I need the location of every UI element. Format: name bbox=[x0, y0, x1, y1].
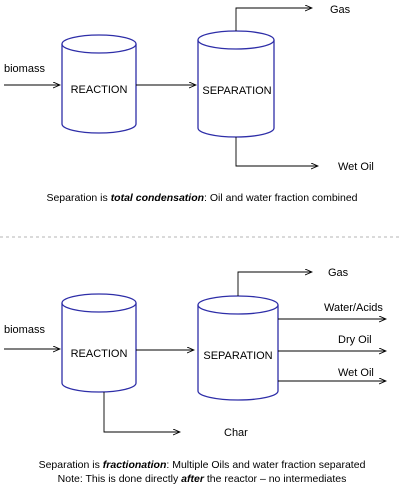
bottom-separator-cylinder bbox=[197, 295, 279, 401]
top-caption-suffix: : Oil and water fraction combined bbox=[204, 192, 358, 204]
top-reactor-cylinder bbox=[61, 34, 137, 134]
bottom-dry-oil-label: Dry Oil bbox=[338, 334, 372, 346]
bottom-biomass-label: biomass bbox=[4, 324, 45, 336]
top-caption-emphasis: total condensation bbox=[111, 192, 204, 204]
top-reactor-label: REACTION bbox=[71, 84, 128, 96]
bottom-reactor-label: REACTION bbox=[71, 348, 128, 360]
bottom-diagram: biomass REACTION Char SEPARATION Gas Wat… bbox=[4, 267, 386, 485]
bottom-separator-label: SEPARATION bbox=[203, 350, 272, 362]
top-gas-label: Gas bbox=[330, 4, 351, 16]
bottom-caption2-prefix: Note: This is done directly bbox=[58, 473, 182, 485]
bottom-char-arrow bbox=[103, 392, 180, 432]
bottom-caption1-suffix: : Multiple Oils and water fraction separ… bbox=[166, 459, 365, 471]
bottom-caption1-emphasis: fractionation bbox=[103, 459, 167, 471]
bottom-char-label: Char bbox=[224, 427, 248, 439]
top-wet-oil-label: Wet Oil bbox=[338, 161, 374, 173]
bottom-reactor-cylinder bbox=[61, 293, 137, 393]
top-caption: Separation is total condensation: Oil an… bbox=[46, 192, 357, 204]
bottom-wet-oil-label: Wet Oil bbox=[338, 367, 374, 379]
bottom-gas-label: Gas bbox=[328, 267, 349, 279]
bottom-caption-line1: Separation is fractionation: Multiple Oi… bbox=[39, 459, 366, 471]
top-biomass-label: biomass bbox=[4, 63, 45, 75]
bottom-caption2-suffix: the reactor – no intermediates bbox=[204, 473, 346, 485]
top-separator-cylinder bbox=[197, 30, 275, 138]
bottom-water-acids-label: Water/Acids bbox=[324, 302, 383, 314]
bottom-caption-line2: Note: This is done directly after the re… bbox=[58, 473, 347, 485]
top-caption-prefix: Separation is bbox=[46, 192, 110, 204]
bottom-gas-arrow bbox=[237, 272, 312, 296]
top-wet-oil-arrow bbox=[235, 137, 318, 166]
bottom-caption2-emphasis: after bbox=[181, 473, 205, 485]
top-gas-arrow bbox=[235, 8, 312, 31]
top-separator-label: SEPARATION bbox=[202, 85, 271, 97]
bottom-caption1-prefix: Separation is bbox=[39, 459, 103, 471]
top-diagram: biomass REACTION SEPARATION Gas Wet Oil … bbox=[4, 4, 374, 204]
